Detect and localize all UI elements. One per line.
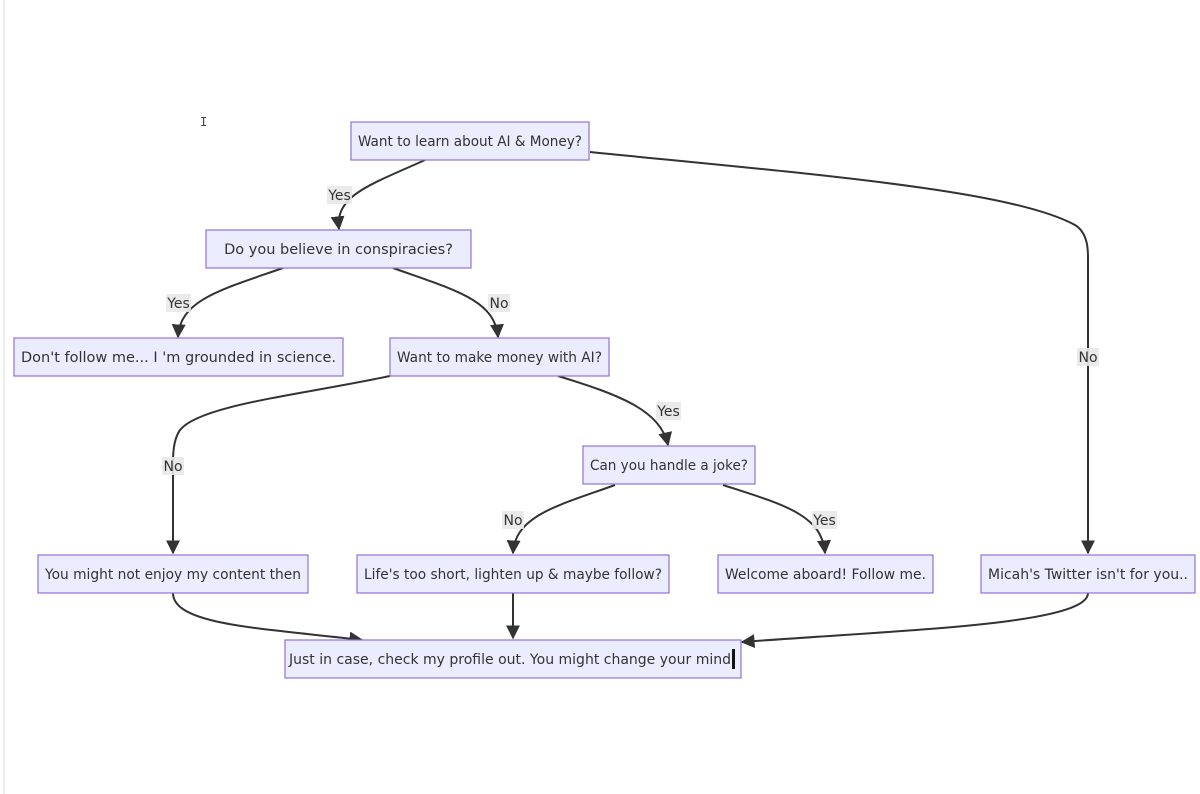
edge-start-twitter <box>589 151 1095 555</box>
svg-text:Life's too short, lighten up &: Life's too short, lighten up & maybe fol… <box>364 567 662 583</box>
node-start[interactable]: Want to learn about AI & Money? <box>350 121 590 161</box>
edge-conspiracies-science <box>171 267 284 339</box>
svg-text:No: No <box>489 296 508 312</box>
node-lighten[interactable]: Life's too short, lighten up & maybe fol… <box>356 554 670 594</box>
svg-text:Yes: Yes <box>656 404 680 420</box>
node-science[interactable]: Don't follow me... I 'm grounded in scie… <box>13 337 344 377</box>
svg-text:Don't follow me... I 'm ground: Don't follow me... I 'm grounded in scie… <box>21 350 336 366</box>
edge-label-joke-lighten: No <box>502 511 524 529</box>
edge-joke-lighten <box>506 484 616 555</box>
svg-text:No: No <box>503 513 522 529</box>
edge-label-conspiracies-money: No <box>488 294 510 312</box>
edge-joke-welcome <box>722 484 831 555</box>
svg-text:Micah's Twitter isn't for you.: Micah's Twitter isn't for you.. <box>988 567 1188 583</box>
svg-text:Want to make money with AI?: Want to make money with AI? <box>397 350 602 366</box>
edge-label-conspiracies-science: Yes <box>166 294 191 312</box>
edge-label-money-not-enjoy: No <box>162 457 184 475</box>
svg-text:Welcome aboard! Follow me.: Welcome aboard! Follow me. <box>725 567 926 583</box>
edge-twitter-profile <box>740 592 1089 649</box>
edge-conspiracies-money <box>392 267 504 339</box>
edge-label-joke-welcome: Yes <box>812 511 837 529</box>
svg-text:No: No <box>1078 350 1097 366</box>
edge-not-enjoy-profile <box>172 592 364 646</box>
node-profile[interactable]: Just in case, check my profile out. You … <box>284 639 742 679</box>
editor-left-border <box>3 0 5 794</box>
node-money[interactable]: Want to make money with AI? <box>389 337 610 377</box>
svg-text:Can you handle a joke?: Can you handle a joke? <box>590 458 748 474</box>
svg-text:No: No <box>163 459 182 475</box>
node-twitter[interactable]: Micah's Twitter isn't for you.. <box>980 554 1196 594</box>
text-cursor-icon: I <box>200 115 208 129</box>
edge-money-joke <box>557 375 673 447</box>
edge-label-start-conspiracies: Yes <box>327 186 352 204</box>
edge-label-money-joke: Yes <box>656 402 681 420</box>
edge-start-conspiracies <box>330 159 426 231</box>
svg-text:Just in case, check my profile: Just in case, check my profile out. You … <box>288 652 731 668</box>
svg-text:Do you believe in conspiracies: Do you believe in conspiracies? <box>224 242 453 258</box>
node-joke[interactable]: Can you handle a joke? <box>582 445 756 485</box>
svg-text:You might not enjoy my content: You might not enjoy my content then <box>44 567 301 583</box>
svg-text:Yes: Yes <box>166 296 190 312</box>
svg-text:Want to learn about AI & Money: Want to learn about AI & Money? <box>358 134 582 150</box>
node-not-enjoy[interactable]: You might not enjoy my content then <box>37 554 309 594</box>
node-conspiracies[interactable]: Do you believe in conspiracies? <box>205 229 472 269</box>
edge-money-not-enjoy <box>166 375 391 555</box>
svg-text:Yes: Yes <box>327 188 351 204</box>
text-caret <box>732 649 735 669</box>
node-welcome[interactable]: Welcome aboard! Follow me. <box>717 554 934 594</box>
svg-text:Yes: Yes <box>812 513 836 529</box>
edge-label-start-twitter: No <box>1077 348 1099 366</box>
